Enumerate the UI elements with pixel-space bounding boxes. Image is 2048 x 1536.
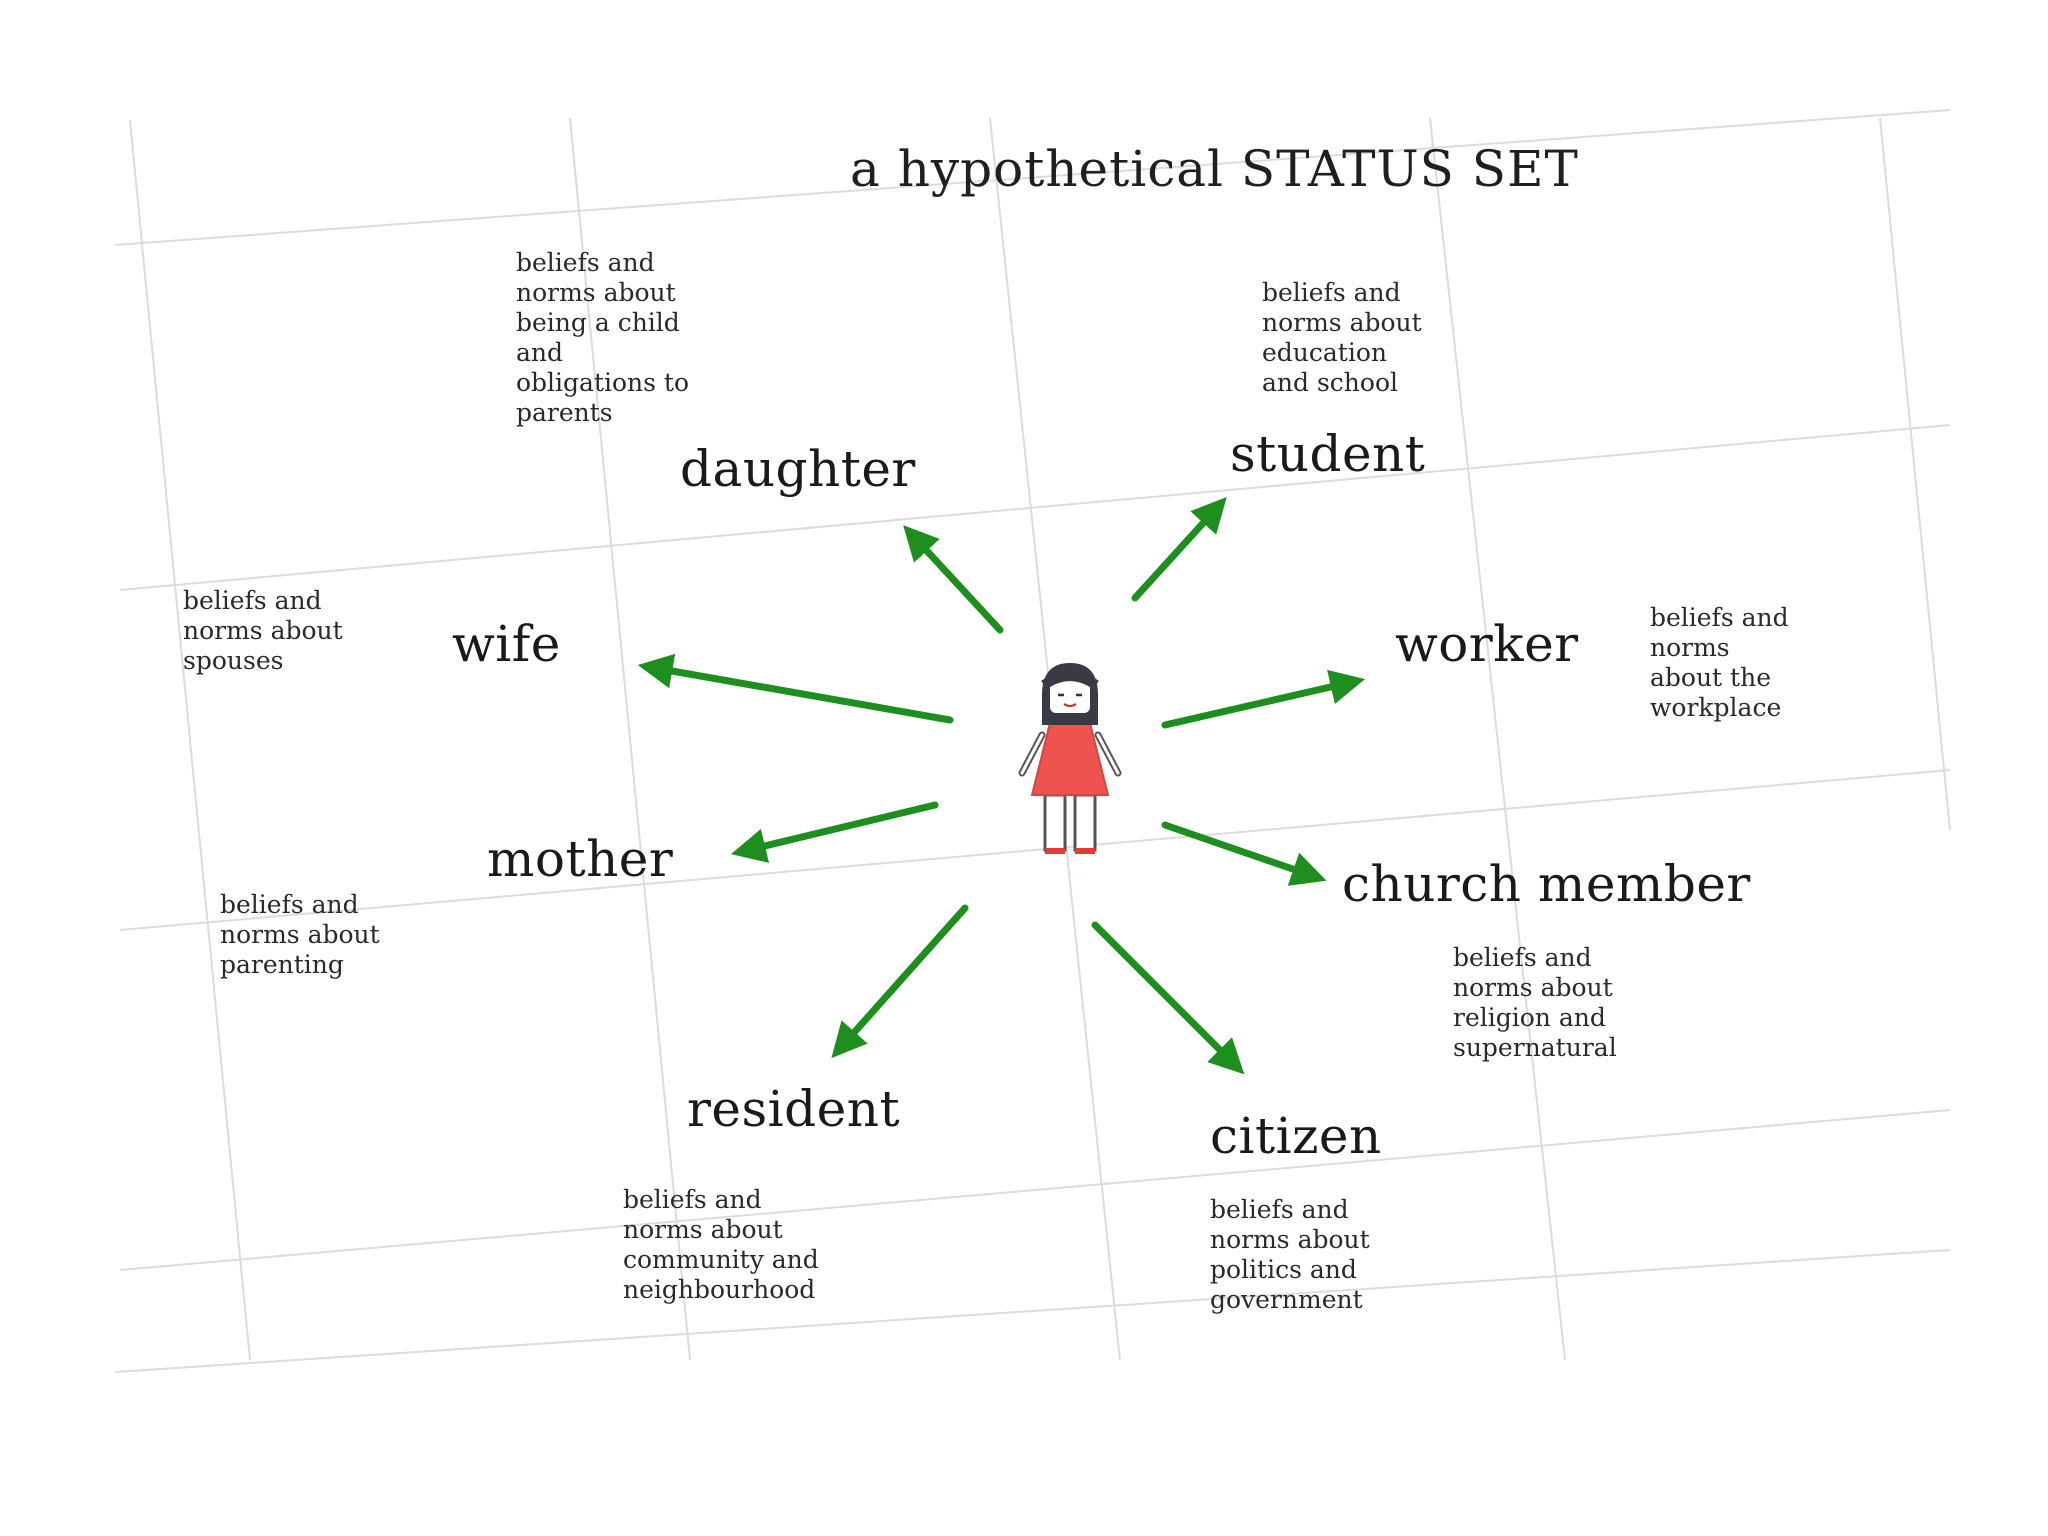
note-line: beliefs and — [220, 890, 359, 919]
note-line: and — [516, 338, 564, 367]
arrow-to-resident — [831, 904, 969, 1059]
note-line: norms about — [1210, 1225, 1370, 1254]
note-line: norms about — [183, 616, 343, 645]
arrow-to-worker — [1161, 669, 1366, 729]
note-line: beliefs and — [1262, 278, 1401, 307]
note-line: norms about — [623, 1215, 783, 1244]
note-line: norms about — [220, 920, 380, 949]
note-line: norms about — [1453, 973, 1613, 1002]
note-line: and school — [1262, 368, 1398, 397]
note-line: norms about — [516, 278, 676, 307]
status-student: student — [1230, 425, 1426, 483]
status-church-member: church member — [1342, 855, 1751, 913]
note-line: beliefs and — [1650, 603, 1789, 632]
note-line: norms — [1650, 633, 1730, 662]
note-line: beliefs and — [1210, 1195, 1349, 1224]
status-citizen: citizen — [1210, 1107, 1382, 1165]
status-wife: wife — [452, 615, 561, 673]
note-line: politics and — [1210, 1255, 1357, 1284]
note-line: neighbourhood — [623, 1275, 816, 1304]
note-line: beliefs and — [183, 586, 322, 615]
arrow-to-daughter — [903, 525, 1004, 634]
note-daughter: beliefs and norms about being a child an… — [516, 248, 689, 428]
status-daughter: daughter — [680, 440, 916, 498]
note-resident: beliefs and norms about community and ne… — [623, 1185, 819, 1305]
note-line: obligations to — [516, 368, 690, 397]
arrow-to-student — [1131, 497, 1227, 602]
note-line: norms about — [1262, 308, 1422, 337]
note-wife: beliefs and norms about spouses — [183, 586, 343, 676]
arrow-to-citizen — [1091, 921, 1245, 1075]
note-line: parents — [516, 398, 613, 427]
note-worker: beliefs and norms about the workplace — [1650, 603, 1789, 723]
note-line: education — [1262, 338, 1387, 367]
note-line: about the — [1650, 663, 1771, 692]
note-mother: beliefs and norms about parenting — [220, 890, 380, 980]
diagram-title: a hypothetical STATUS SET — [850, 140, 1579, 198]
note-student: beliefs and norms about education and sc… — [1262, 278, 1422, 398]
status-resident: resident — [687, 1080, 901, 1138]
note-line: government — [1210, 1285, 1363, 1314]
note-line: community and — [623, 1245, 819, 1274]
note-line: beliefs and — [623, 1185, 762, 1214]
note-line: workplace — [1650, 693, 1782, 722]
arrow-to-wife — [637, 653, 954, 724]
note-citizen: beliefs and norms about politics and gov… — [1210, 1195, 1370, 1315]
note-line: parenting — [220, 950, 344, 979]
note-line: religion and — [1453, 1003, 1606, 1032]
note-line: beliefs and — [1453, 943, 1592, 972]
status-worker: worker — [1395, 615, 1579, 673]
note-line: beliefs and — [516, 248, 655, 277]
status-mother: mother — [487, 830, 674, 888]
note-line: supernatural — [1453, 1033, 1617, 1062]
woman-figure-icon — [1018, 663, 1122, 854]
note-line: spouses — [183, 646, 284, 675]
note-church-member: beliefs and norms about religion and sup… — [1453, 943, 1617, 1063]
arrow-to-church-member — [1161, 821, 1327, 886]
arrow-to-mother — [730, 801, 939, 863]
note-line: being a child — [516, 308, 680, 337]
